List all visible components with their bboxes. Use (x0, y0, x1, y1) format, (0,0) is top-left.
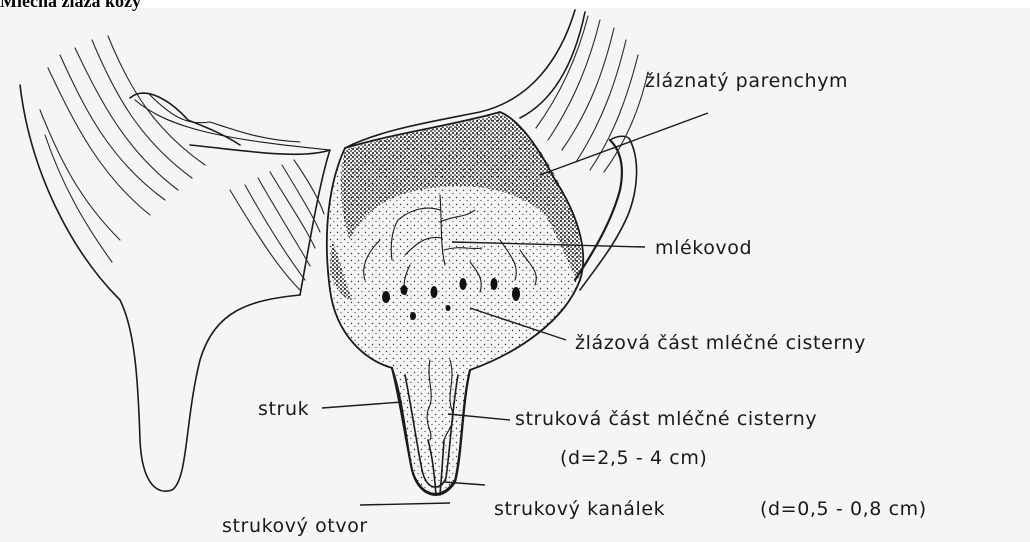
left-flank (20, 85, 330, 491)
left-hatching (40, 36, 324, 290)
label-strukovy-otvor: strukový otvor (222, 515, 368, 537)
leader-parenchym (540, 113, 708, 175)
label-strukovy-kanalek: strukový kanálek (494, 498, 665, 520)
leader-struk (322, 402, 402, 408)
labels: žláznatý parenchym mlékovod žlázová část… (222, 70, 927, 537)
udder-body (327, 112, 583, 494)
label-strukova-cast: struková část mléčné cisterny (515, 408, 817, 430)
label-strukova-cast-d: (d=2,5 - 4 cm) (560, 447, 707, 469)
label-struk: struk (258, 398, 309, 420)
label-mlekovod: mlékovod (655, 237, 752, 259)
leader-strukovy-otvor (360, 503, 450, 505)
label-parenchym: žláznatý parenchym (645, 70, 848, 92)
label-strukovy-kanalek-d: (d=0,5 - 0,8 cm) (760, 498, 927, 520)
label-zlazova-cast: žlázová část mléčné cisterny (575, 332, 866, 354)
